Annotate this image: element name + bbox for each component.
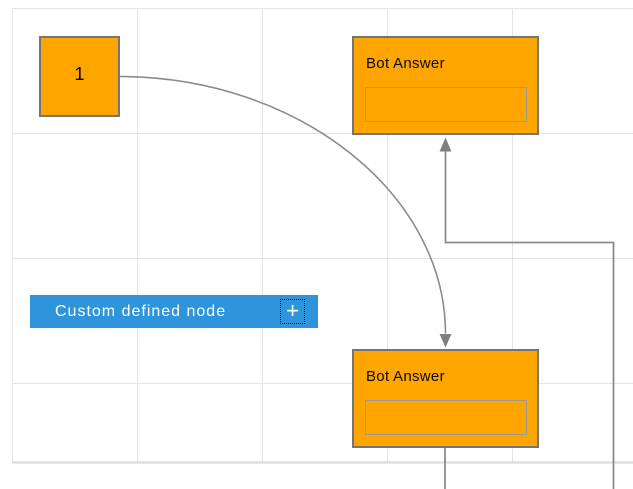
connector-arrowhead-down: [439, 334, 452, 348]
node-custom-defined[interactable]: Custom defined node +: [30, 295, 318, 328]
connector-orthogonal-path: [444, 151, 615, 489]
add-node-handle[interactable]: +: [280, 299, 305, 324]
plus-icon: +: [286, 297, 299, 323]
connector-bezier-start-to-bottom-answer[interactable]: [119, 75, 452, 348]
connector-orthogonal-loop-to-top-answer[interactable]: [439, 137, 615, 489]
node-bot-answer-top[interactable]: Bot Answer: [352, 36, 539, 135]
grid: [12, 8, 633, 464]
bot-answer-inner-box: [365, 400, 527, 435]
bot-answer-inner-box: [365, 87, 527, 122]
node-start[interactable]: 1: [39, 36, 120, 117]
node-custom-defined-label: Custom defined node: [55, 303, 227, 320]
node-bot-answer-bottom-label: Bot Answer: [366, 368, 445, 385]
node-bot-answer-top-label: Bot Answer: [366, 55, 445, 72]
connector-bezier-path: [119, 75, 447, 334]
connector-arrowhead-up: [439, 137, 452, 152]
node-bot-answer-bottom[interactable]: Bot Answer: [352, 349, 539, 448]
node-start-label: 1: [74, 64, 85, 84]
